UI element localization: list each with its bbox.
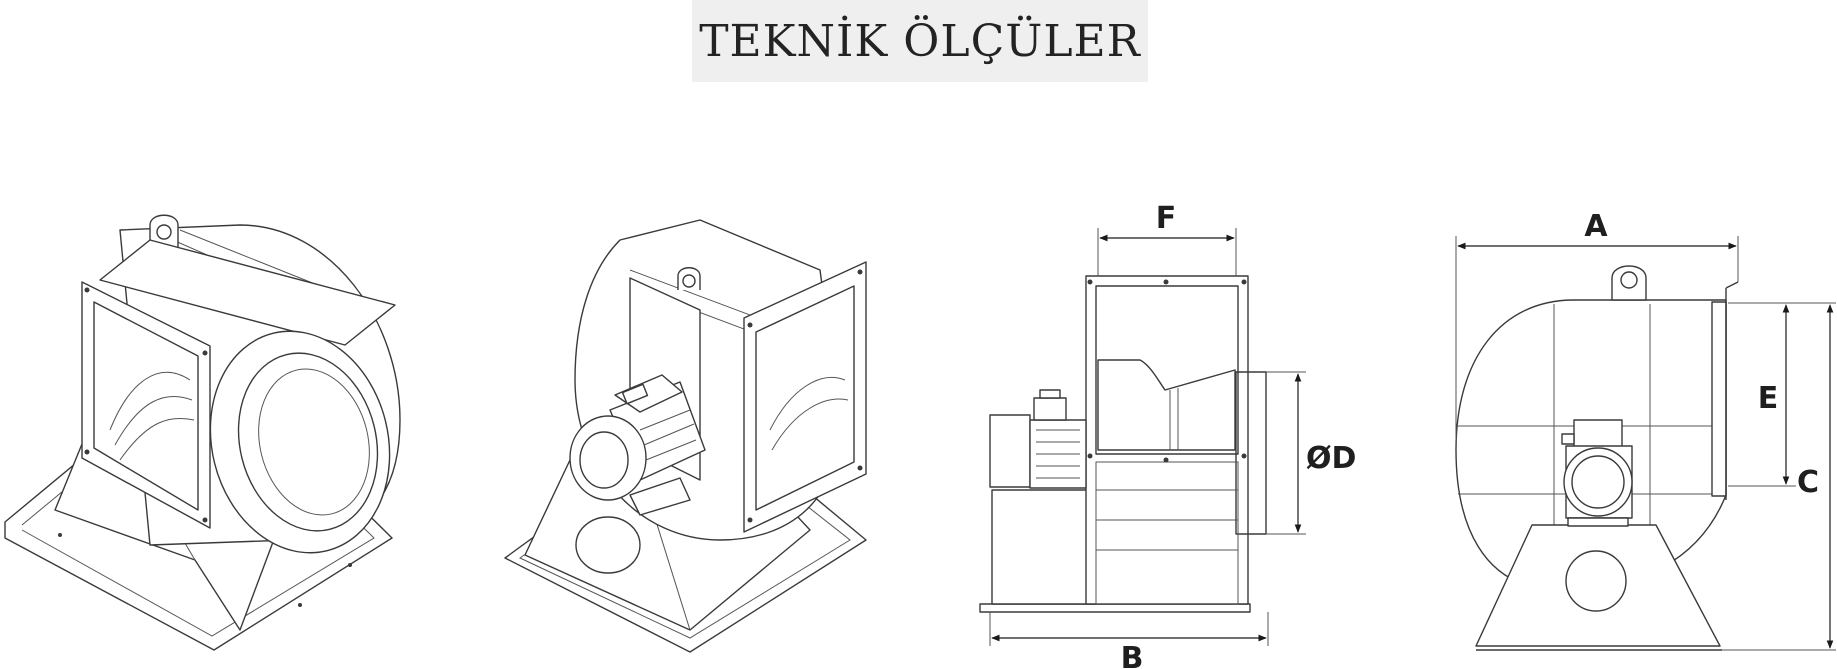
- dimension-b-label: B: [1121, 641, 1144, 669]
- fan-isometric-motor-view: [504, 219, 867, 653]
- dimension-d-label: ØD: [1306, 441, 1356, 476]
- dimension-f-label: F: [1156, 201, 1177, 236]
- dimension-e-label: E: [1758, 381, 1779, 416]
- dimension-c-label: C: [1797, 465, 1819, 500]
- dimension-a-label: A: [1584, 209, 1608, 244]
- page-title: TEKNİK ÖLÇÜLER: [699, 15, 1141, 67]
- title-banner: TEKNİK ÖLÇÜLER: [692, 0, 1148, 82]
- fan-isometric-inlet-view: [4, 214, 401, 651]
- fan-front-elevation: A E C: [1455, 209, 1836, 651]
- fan-side-elevation: F ØD B: [979, 201, 1356, 669]
